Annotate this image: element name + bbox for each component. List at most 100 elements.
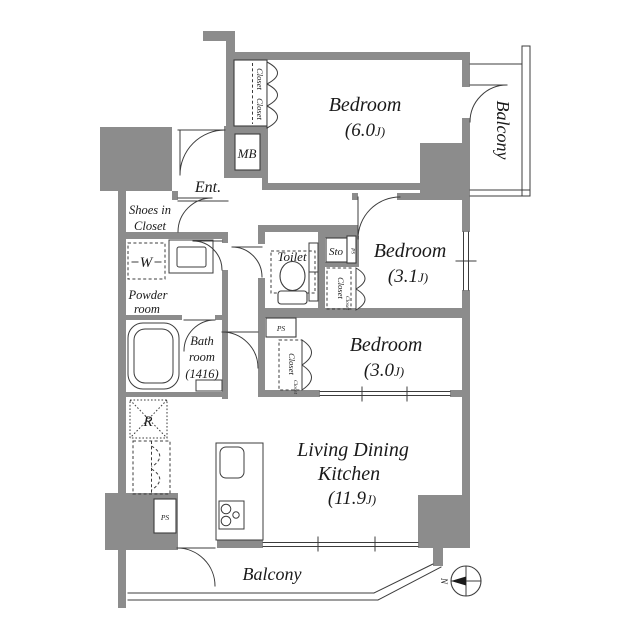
pipe-space-label: PS	[160, 513, 170, 522]
door-arc-hall-ldk	[221, 331, 259, 369]
burner-icon	[220, 515, 232, 527]
wall-segment	[203, 31, 235, 41]
powder-room-label-line2: room	[134, 302, 160, 316]
storage-box: Sto	[325, 237, 348, 263]
wall-segment	[258, 232, 265, 244]
toilet-tank	[277, 290, 308, 305]
wall-segment	[355, 236, 359, 267]
wall-segment	[450, 390, 470, 397]
bathtub	[127, 322, 180, 390]
bathroom-label-line1: Bath	[190, 334, 214, 348]
folding-door-icon	[355, 267, 366, 311]
bathtub-inner	[133, 328, 174, 384]
wall-segment	[118, 392, 228, 397]
meter-box-outline	[234, 133, 261, 171]
sliding-window-ldk-balcony	[262, 536, 419, 552]
wall-segment	[418, 495, 470, 548]
closet-bedroom-3-0-box	[278, 339, 303, 391]
balcony-right-rail	[469, 45, 531, 197]
storage-label: Sto	[329, 246, 344, 258]
toilet-label: Toilet	[277, 249, 307, 264]
door-arc-entrance	[179, 129, 226, 176]
wall-segment	[100, 127, 172, 191]
burner-icon	[232, 511, 240, 519]
wall-segment	[217, 540, 263, 548]
shoes-closet-label-line2: Closet	[134, 219, 166, 233]
area-unit: J)	[418, 270, 428, 285]
wall-segment	[262, 126, 268, 190]
wall-segment	[397, 193, 470, 200]
area-unit: J)	[394, 364, 404, 379]
cupboard-doors	[151, 441, 161, 494]
powder-room-fixtures: W	[127, 239, 214, 280]
pipe-space-outline	[153, 498, 177, 534]
ldk-area: (11.9J)	[328, 488, 376, 509]
balcony-right: Balcony	[469, 45, 531, 197]
kitchen-counter	[215, 442, 264, 541]
wall-segment	[433, 548, 443, 566]
vanity-sink	[176, 246, 207, 268]
closet-label: Closet	[336, 277, 346, 299]
area-value: (3.0	[364, 360, 395, 381]
entrance-label: Ent.	[194, 179, 221, 196]
wall-segment	[226, 41, 235, 53]
pipe-space-outline	[265, 317, 297, 338]
pipe-space-label: PS	[276, 324, 286, 333]
door-arc-toilet	[231, 246, 263, 278]
closet-label: Closet	[292, 380, 298, 395]
closet-bedroom-3-1-box	[326, 267, 352, 310]
wall-segment	[118, 315, 182, 320]
wall-segment	[226, 52, 236, 126]
door-arc-bedroom-3-1	[357, 196, 401, 240]
bathroom-size: (1416)	[185, 367, 218, 381]
area-value: (11.9	[328, 488, 367, 509]
compass-north-label: N	[439, 577, 449, 585]
balcony-bottom-label: Balcony	[243, 564, 302, 584]
closet-label: Closet	[344, 296, 350, 311]
wall-segment	[118, 232, 228, 239]
wall-segment	[258, 308, 470, 318]
door-arc-powder-room	[192, 240, 223, 271]
bedroom-3-0-area: (3.0J)	[364, 360, 404, 381]
wall-segment	[228, 52, 470, 60]
area-unit: J)	[375, 124, 385, 139]
wall-segment	[258, 225, 358, 232]
washer-label: W	[140, 255, 154, 271]
area-value: (6.0	[345, 120, 376, 141]
toilet-bowl	[279, 260, 306, 292]
bedroom-3-0-label: Bedroom	[350, 334, 423, 356]
closet-label: Closet	[287, 353, 297, 375]
balcony-bottom-rail	[127, 563, 442, 601]
door-arc-bathroom	[183, 319, 216, 352]
windows	[177, 129, 477, 552]
wall-segment	[222, 239, 228, 243]
closet-bedroom-3-1: Closet Closet	[326, 267, 366, 311]
wall-segment	[215, 315, 228, 320]
bedroom-3-1-label: Bedroom	[374, 240, 447, 262]
doors	[176, 84, 508, 587]
closet-label: Closet	[255, 68, 265, 90]
compass-needle	[451, 576, 466, 586]
wall-segment	[118, 550, 126, 608]
pipe-space-storage-side: PS	[346, 235, 357, 264]
kitchen-fixtures: R	[129, 399, 264, 541]
bedroom-6-area: (6.0J)	[345, 120, 385, 141]
wall-segment	[325, 262, 358, 267]
wall-segment	[262, 183, 424, 190]
wall-segment	[222, 270, 228, 399]
closet-label: Closet	[255, 98, 265, 120]
window-bedroom-3-1	[455, 231, 477, 291]
ldk-label-line1: Living Dining	[296, 439, 409, 461]
powder-room-label-line1: Powder	[128, 288, 168, 302]
sliding-door-bedroom-3-0	[319, 386, 451, 402]
wall-segment	[318, 232, 325, 310]
pipe-space-toilet: PS	[265, 317, 297, 338]
wall-segment	[352, 193, 358, 200]
refrigerator-label: R	[142, 414, 152, 430]
wall-segment	[462, 118, 470, 145]
compass-icon: N	[439, 565, 482, 597]
wall-segment	[325, 232, 358, 238]
wall-segment	[258, 390, 320, 397]
bedroom-6-label: Bedroom	[329, 94, 402, 116]
